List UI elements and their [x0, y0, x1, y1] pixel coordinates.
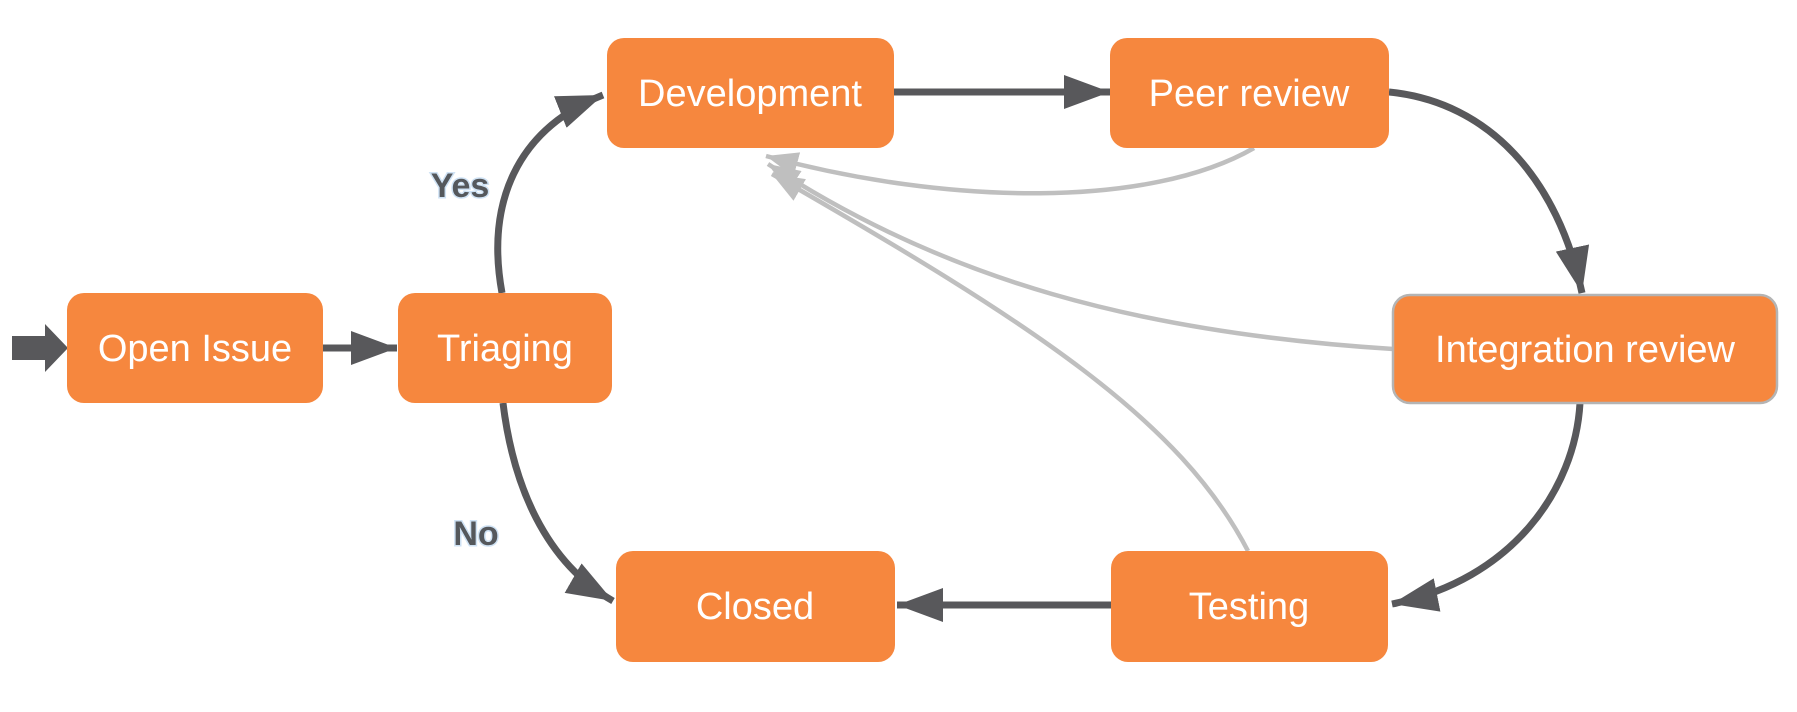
node-testing-label: Testing	[1189, 586, 1309, 628]
node-peer-review-box	[1110, 38, 1389, 148]
node-triaging-box	[398, 293, 612, 403]
node-development: Development	[607, 38, 894, 148]
edge-label-yes: Yes	[431, 167, 490, 205]
edge-peer-review-to-development	[765, 146, 1256, 196]
node-testing: Testing	[1111, 551, 1388, 662]
node-triaging: Triaging	[398, 293, 612, 403]
node-closed-label: Closed	[696, 586, 814, 628]
node-triaging-label: Triaging	[437, 328, 573, 370]
node-development-box	[607, 38, 894, 148]
edge-integration-review-to-development	[766, 162, 1394, 352]
edge-triaging-to-development	[494, 91, 605, 294]
edge-start-to-open-issue	[12, 324, 68, 372]
node-open-issue-label: Open Issue	[98, 328, 292, 370]
node-peer-review-label: Peer review	[1149, 73, 1350, 115]
node-integration-review: Integration review	[1391, 293, 1779, 405]
node-testing-box	[1111, 551, 1388, 662]
node-development-label: Development	[638, 73, 862, 115]
edge-testing-to-development	[770, 172, 1250, 553]
node-peer-review: Peer review	[1110, 38, 1389, 148]
node-integration-review-label: Integration review	[1435, 329, 1735, 371]
node-integration-review-box	[1391, 293, 1779, 405]
node-closed-box	[616, 551, 895, 662]
edge-label-no: No	[453, 515, 498, 553]
node-open-issue: Open Issue	[67, 293, 323, 403]
node-open-issue-box	[67, 293, 323, 403]
edge-peer-review-to-integration-review	[1388, 88, 1590, 294]
edge-triaging-to-closed	[499, 402, 615, 605]
edge-integration-review-to-testing	[1391, 402, 1584, 612]
node-closed: Closed	[616, 551, 895, 662]
